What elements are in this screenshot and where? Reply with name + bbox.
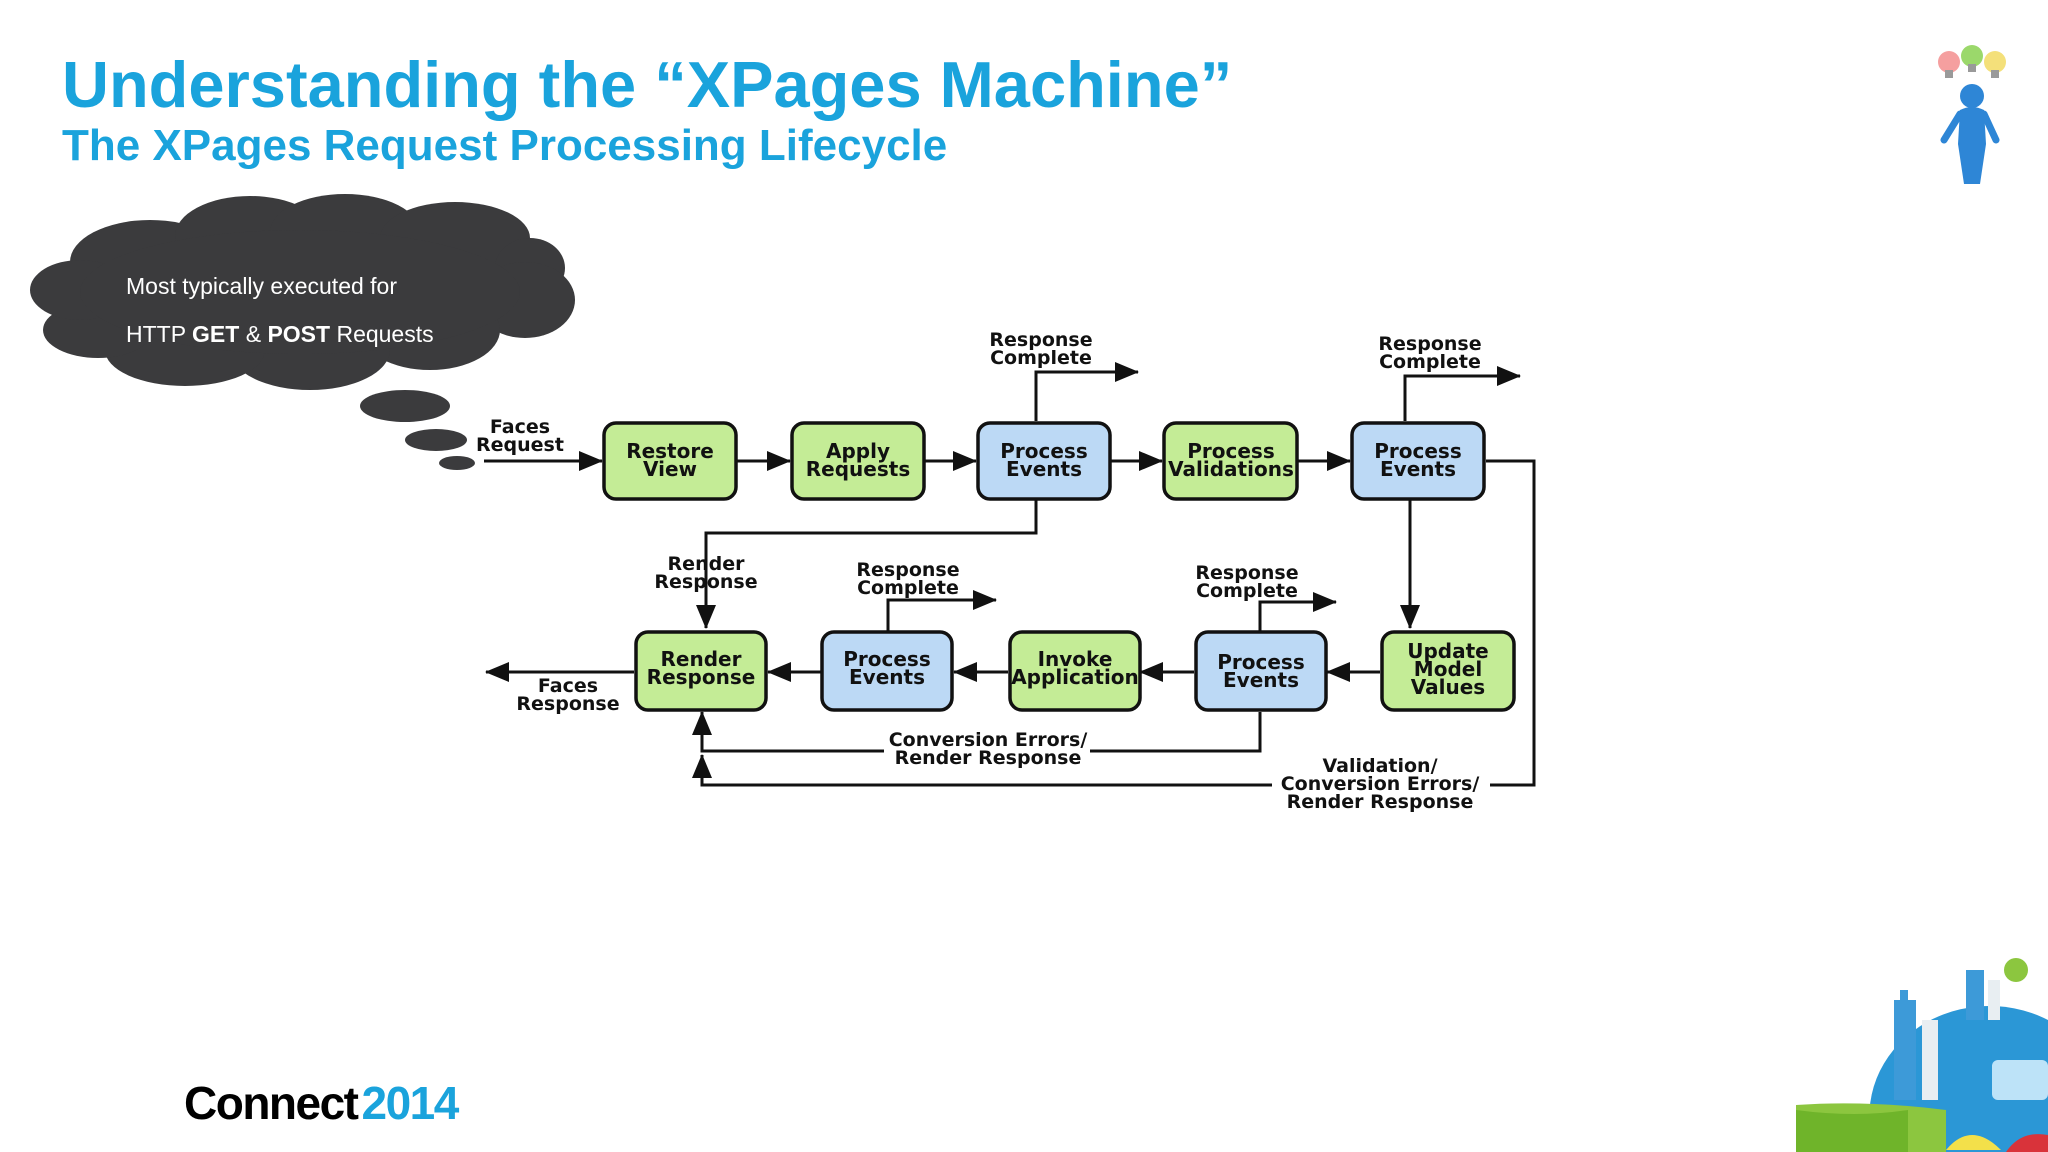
callout-line-2: HTTP GET & POST Requests: [126, 310, 434, 358]
label-response-complete-1: Complete: [990, 347, 1092, 369]
node-label: Update: [1407, 639, 1489, 663]
node-label: Process: [1217, 650, 1305, 674]
node-label: Events: [1006, 457, 1082, 481]
node-label: Events: [849, 665, 925, 689]
diagram-nodes: Restore View Apply Requests Process Even…: [602, 421, 1516, 712]
slide-title: Understanding the “XPages Machine”: [62, 48, 1233, 121]
edge-response-complete-1: [1034, 362, 1139, 421]
label-render-response: Response: [654, 571, 757, 593]
edge-response-complete-4: [1258, 592, 1337, 632]
node-label: Events: [1380, 457, 1456, 481]
node-label: Events: [1223, 668, 1299, 692]
node-label: Validations: [1168, 457, 1294, 481]
node-label: Apply: [826, 439, 890, 463]
callout-post: POST: [267, 321, 331, 347]
node-label: Application: [1011, 665, 1139, 689]
label-validation-errors: Validation/: [1322, 755, 1437, 777]
node-update-model-values: Update Model Values: [1380, 630, 1516, 712]
label-faces-response: Response: [516, 693, 619, 715]
node-process-events-3: Process Events: [1194, 630, 1328, 712]
label-response-complete-3: Complete: [857, 577, 959, 599]
callout-http: HTTP: [126, 321, 193, 347]
label-validation-errors: Conversion Errors/: [1281, 773, 1480, 795]
label-response-complete-2: Complete: [1379, 351, 1481, 373]
edge-response-complete-2: [1403, 366, 1521, 421]
brand-year: 2014: [361, 1077, 460, 1129]
callout-requests: Requests: [330, 321, 434, 347]
node-process-validations: Process Validations: [1162, 421, 1299, 501]
edge-validation-errors: [692, 459, 1536, 787]
node-label: Invoke: [1038, 647, 1113, 671]
node-label: Restore: [626, 439, 714, 463]
label-bg: [884, 730, 1090, 770]
node-apply-requests: Apply Requests: [790, 421, 926, 501]
label-response-complete-3: Response: [856, 559, 959, 581]
node-label: Model: [1414, 657, 1482, 681]
edge-response-complete-3: [886, 590, 997, 632]
label-faces-response: Faces: [538, 675, 598, 697]
diagram-edge-labels: Faces Request Response Complete Response…: [476, 329, 1490, 814]
node-process-events-4: Process Events: [820, 630, 954, 712]
node-label: Values: [1411, 675, 1485, 699]
cloud-shape: [30, 194, 575, 470]
brand-word: Connect: [184, 1077, 359, 1129]
label-validation-errors: Render Response: [1287, 791, 1474, 813]
label-response-complete-4: Response: [1195, 562, 1298, 584]
label-faces-request: Faces: [490, 416, 550, 438]
node-label: Response: [647, 665, 756, 689]
callout-amp: &: [239, 321, 268, 347]
label-render-response: Render: [668, 553, 746, 575]
node-label: Render: [661, 647, 742, 671]
node-restore-view: Restore View: [602, 421, 738, 501]
node-label: Process: [843, 647, 931, 671]
node-label: Requests: [806, 457, 910, 481]
label-response-complete-4: Complete: [1196, 580, 1298, 602]
callout-line-1: Most typically executed for: [126, 273, 398, 299]
node-label: Process: [1374, 439, 1462, 463]
lightbulb-person-icon: [1938, 45, 2006, 184]
edge-render-response: [696, 499, 1038, 629]
label-faces-request: Request: [476, 434, 564, 456]
node-process-events-1: Process Events: [976, 421, 1112, 501]
callout-get: GET: [192, 321, 240, 347]
city-globe-icon: [1796, 958, 2048, 1152]
callout-text: Most typically executed for HTTP GET & P…: [126, 262, 434, 358]
node-process-events-2: Process Events: [1350, 421, 1486, 501]
label-response-complete-1: Response: [989, 329, 1092, 351]
node-label: View: [643, 457, 697, 481]
node-invoke-application: Invoke Application: [1008, 630, 1142, 712]
node-label: Process: [1187, 439, 1275, 463]
label-conversion-errors: Render Response: [895, 747, 1082, 769]
label-response-complete-2: Response: [1378, 333, 1481, 355]
label-bg: [1272, 756, 1490, 814]
brand-logo: Connect2014: [184, 1077, 460, 1129]
node-render-response: Render Response: [634, 630, 768, 712]
node-label: Process: [1000, 439, 1088, 463]
label-conversion-errors: Conversion Errors/: [889, 729, 1088, 751]
slide-subtitle: The XPages Request Processing Lifecycle: [62, 121, 948, 170]
